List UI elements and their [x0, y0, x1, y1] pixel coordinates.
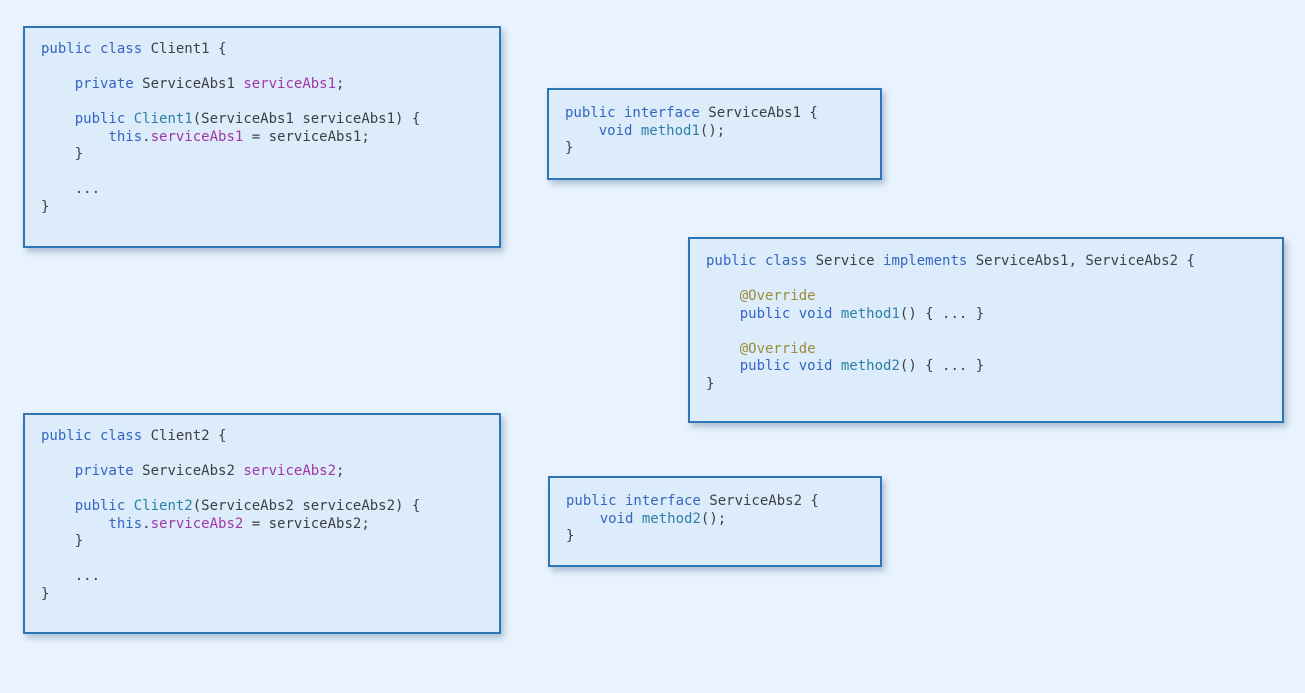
service-class-box: public class Service implements ServiceA…	[688, 237, 1284, 423]
serviceabs1-code: public interface ServiceAbs1 { void meth…	[565, 105, 818, 156]
serviceabs2-code: public interface ServiceAbs2 { void meth…	[566, 493, 819, 544]
service-code: public class Service implements ServiceA…	[706, 253, 1195, 392]
client1-code: public class Client1 { private ServiceAb…	[41, 41, 421, 215]
client1-class-box: public class Client1 { private ServiceAb…	[23, 26, 501, 248]
serviceabs2-interface-box: public interface ServiceAbs2 { void meth…	[548, 476, 882, 567]
serviceabs1-interface-box: public interface ServiceAbs1 { void meth…	[547, 88, 882, 180]
client2-code: public class Client2 { private ServiceAb…	[41, 428, 421, 602]
client2-class-box: public class Client2 { private ServiceAb…	[23, 413, 501, 634]
